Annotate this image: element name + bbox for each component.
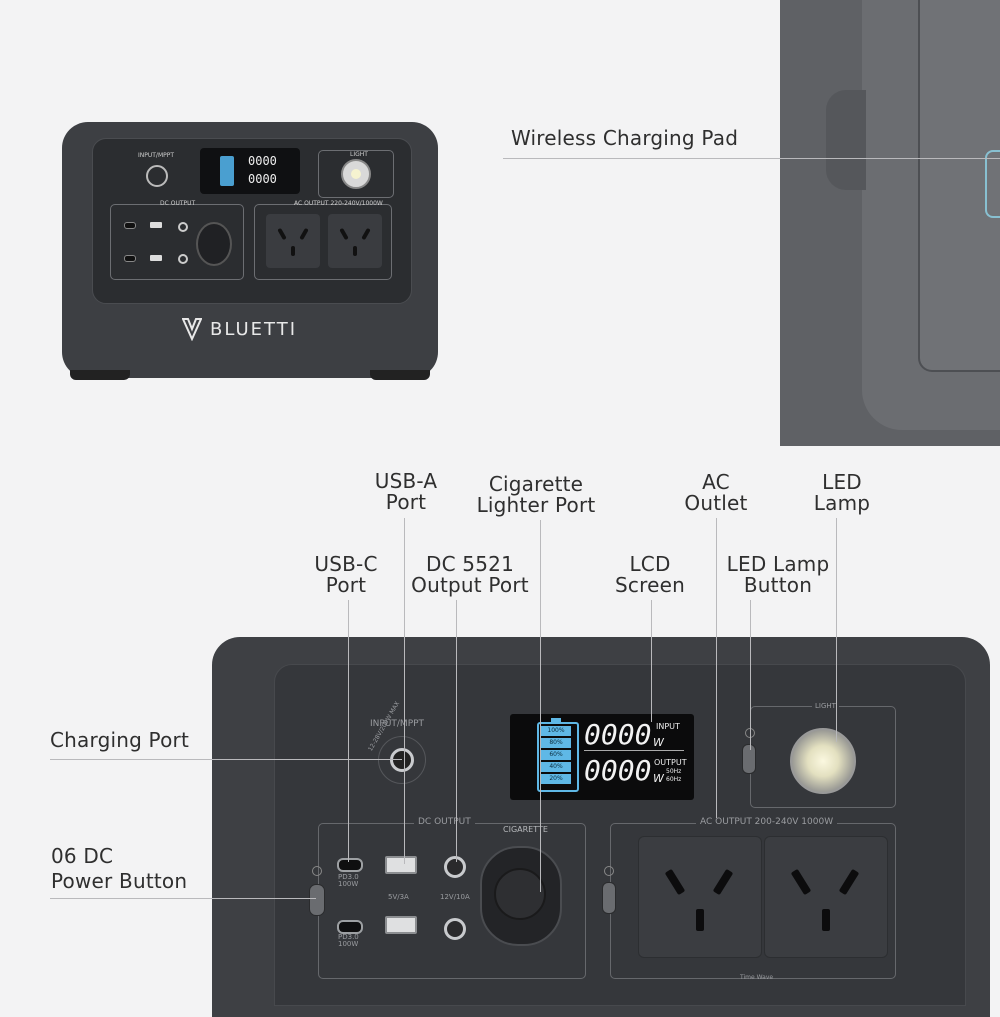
callout-line-led-button xyxy=(750,600,751,750)
product-dc-box xyxy=(110,204,244,280)
lcd-battery-cap xyxy=(551,718,561,722)
cigarette-label: CIGARETTE xyxy=(503,825,548,834)
product-cigarette-port xyxy=(196,222,232,266)
product-dc-port-1 xyxy=(178,222,188,232)
bluetti-logo-icon xyxy=(181,317,203,342)
lcd-battery-icon xyxy=(537,722,579,792)
dc5521-port-2[interactable] xyxy=(444,918,466,940)
lcd-freq-50: 50Hz xyxy=(666,768,682,775)
ac-power-button[interactable] xyxy=(602,882,616,914)
callout-line-usba xyxy=(404,518,405,864)
lcd-battery-level: 40% xyxy=(541,762,571,772)
lcd-input-unit: W xyxy=(653,736,664,749)
usba-port-2[interactable] xyxy=(385,916,417,934)
callout-line-dc-button xyxy=(50,898,316,899)
lcd-output-unit: W xyxy=(653,772,664,785)
product-light-label: LIGHT xyxy=(350,151,368,158)
callout-line-dc5521 xyxy=(456,600,457,862)
led-lamp xyxy=(790,728,856,794)
product-foot-left xyxy=(70,370,130,380)
dc-power-button[interactable] xyxy=(309,884,325,916)
wireless-charging-icon xyxy=(985,150,1000,218)
lcd-input-value: 0000 xyxy=(584,718,652,751)
product-ac-socket-2 xyxy=(328,214,382,268)
input-mppt-label: INPUT/MPPT xyxy=(370,719,425,729)
callout-wireless-pad: Wireless Charging Pad xyxy=(511,126,739,150)
usbc-port-2[interactable] xyxy=(337,920,363,934)
charging-port xyxy=(390,748,414,772)
product-ac-label: AC OUTPUT 220-240V/1000W xyxy=(294,200,383,207)
callout-line-usbc xyxy=(348,600,349,862)
callout-line-led-lamp xyxy=(836,518,837,742)
callout-line-ac-outlet xyxy=(716,518,717,818)
ac-outlet-1[interactable] xyxy=(638,836,762,958)
callout-line-wireless xyxy=(503,158,1000,159)
product-input-port xyxy=(146,165,168,187)
time-wave-label: Time Wave xyxy=(740,974,774,981)
dc-output-label: DC OUTPUT xyxy=(414,817,475,827)
brand-name: BLUETTI xyxy=(210,319,298,340)
product-dc-label: DC OUTPUT xyxy=(160,200,196,207)
lcd-output-label: OUTPUT xyxy=(654,758,687,767)
input-port-ring xyxy=(378,736,426,784)
usbc-port-1[interactable] xyxy=(337,858,363,872)
dc5521-port-1[interactable] xyxy=(444,856,466,878)
product-led-lamp-center xyxy=(351,169,361,179)
product-led-lamp xyxy=(341,159,371,189)
ac-outlet-2[interactable] xyxy=(764,836,888,958)
product-usba-1 xyxy=(150,222,162,228)
product-usbc-2 xyxy=(124,255,136,262)
callout-line-lcd xyxy=(651,600,652,722)
product-lcd-output: 0000 xyxy=(248,172,277,186)
ac-output-label: AC OUTPUT 200-240V 1000W xyxy=(696,817,838,827)
product-lcd-input: 0000 xyxy=(248,154,277,168)
ac-power-icon xyxy=(604,866,614,876)
product-usbc-1 xyxy=(124,222,136,229)
led-lamp-button[interactable] xyxy=(742,744,756,774)
lcd-freq-60: 60Hz xyxy=(666,776,682,783)
product-input-label: INPUT/MPPT xyxy=(138,152,175,159)
cigarette-lighter-socket xyxy=(494,868,546,920)
product-lcd: 0000 0000 xyxy=(200,148,300,194)
product-ac-socket-1 xyxy=(266,214,320,268)
callout-line-cigarette xyxy=(540,520,541,892)
lcd-battery-level: 80% xyxy=(541,738,571,748)
product-dc-port-2 xyxy=(178,254,188,264)
lcd-output-value: 0000 xyxy=(584,754,652,787)
dc-spec: 12V/10A xyxy=(440,893,470,901)
lcd-divider xyxy=(584,750,684,751)
product-foot-right xyxy=(370,370,430,380)
wireless-pad-handle xyxy=(826,90,866,190)
callout-line-charging-port xyxy=(50,759,402,760)
usba-spec: 5V/3A xyxy=(388,893,409,901)
lcd-battery-level: 60% xyxy=(541,750,571,760)
light-label: LIGHT xyxy=(812,702,839,710)
lcd-battery-level: 20% xyxy=(541,774,571,784)
dc-power-icon xyxy=(312,866,322,876)
lcd-battery-level: 100% xyxy=(541,726,571,736)
lcd-input-label: INPUT xyxy=(656,722,680,731)
usba-port-1[interactable] xyxy=(385,856,417,874)
product-ac-box xyxy=(254,204,392,280)
product-light-box xyxy=(318,150,394,198)
product-usba-2 xyxy=(150,255,162,261)
callout-charging-port: Charging Port xyxy=(50,728,189,752)
product-battery-icon xyxy=(220,156,234,186)
